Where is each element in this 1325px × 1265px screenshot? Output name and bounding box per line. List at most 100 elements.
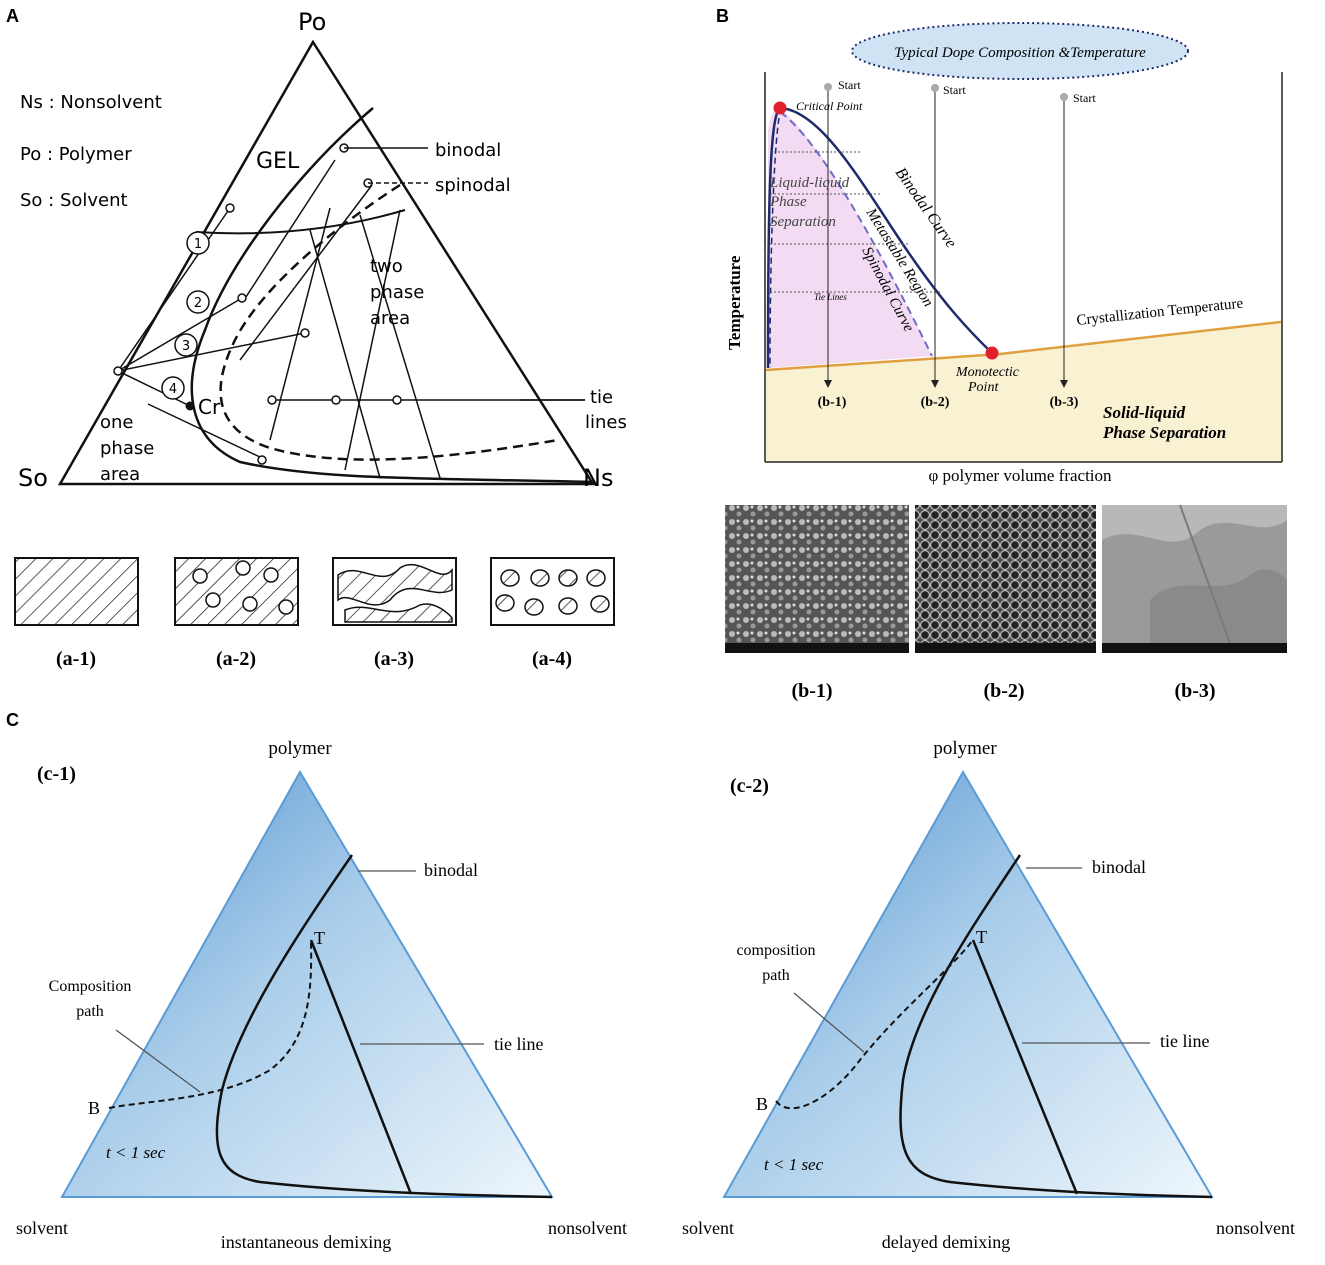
panel-c-label: C [6, 710, 19, 730]
point-b-c2: B [756, 1094, 768, 1114]
monotectic-point [985, 346, 999, 360]
start-label-3: Start [1073, 91, 1096, 105]
tie-label-line1: tie [590, 387, 613, 408]
time-label-c2: t < 1 sec [764, 1155, 824, 1174]
liquid-liquid-region [768, 108, 932, 368]
one-phase-line3: area [100, 464, 140, 485]
path-leader-c1 [115, 1029, 201, 1093]
tie-lines-b [770, 151, 940, 293]
vertex-ns: Ns [583, 464, 613, 492]
two-phase-line2: phase [370, 282, 424, 303]
tie-line-c1 [309, 939, 413, 1195]
ternary-triangle-c2 [722, 769, 1214, 1198]
composition-path-c2 [775, 939, 974, 1110]
ternary-triangle-c1 [60, 769, 554, 1198]
two-phase-line1: two [370, 256, 403, 277]
vertex-so: So [18, 464, 48, 492]
two-phase-line3: area [370, 308, 410, 329]
point-b-c1: B [88, 1098, 100, 1118]
nonsolvent-label-c1: nonsolvent [548, 1218, 627, 1238]
x-axis-label-b: φ polymer volume fraction [928, 466, 1112, 485]
ternary-triangle-a [57, 39, 596, 486]
morphology-a1 [14, 557, 139, 626]
one-phase-line1: one [100, 412, 134, 433]
tag-c1: (c-1) [37, 763, 76, 785]
tie-line-c2 [971, 939, 1079, 1195]
y-axis-label-b: Temperature [725, 255, 744, 350]
binodal-curve-label: Binodal Curve [892, 165, 960, 252]
vertex-po: Po [298, 8, 326, 36]
path-label-b2: (b-2) [921, 395, 950, 410]
tie-lines-a [239, 159, 585, 479]
image-label-b1: (b-1) [791, 680, 832, 702]
panel-a-label: A [6, 6, 19, 26]
nonsolvent-label-c2: nonsolvent [1216, 1218, 1295, 1238]
path-3-label: 3 [182, 339, 190, 354]
panel-c1: (c-1) polymer binodal tie line Compositi… [16, 738, 627, 1252]
panel-c: C (c-1) polymer binodal tie line Composi… [6, 710, 1295, 1252]
binodal-curve-a [190, 107, 594, 484]
solvent-label-c1: solvent [16, 1218, 68, 1238]
path-number-markers: 1 2 3 4 [161, 231, 210, 400]
path-2-label: 2 [194, 296, 202, 311]
image-label-b3: (b-3) [1174, 680, 1215, 702]
path-leader-c2 [793, 992, 865, 1053]
legend-so: So : Solvent [20, 190, 128, 211]
caption-c2: delayed demixing [882, 1232, 1010, 1252]
tie-label-line2: lines [585, 412, 627, 433]
binodal-curve-b [766, 106, 993, 369]
point-t-c2: T [976, 927, 987, 947]
ll-label-3: Separation [770, 214, 836, 230]
point-t-c1: T [314, 928, 325, 948]
image-label-b2: (b-2) [983, 680, 1024, 702]
morph-label-a3: (a-3) [374, 648, 414, 670]
morph-label-a4: (a-4) [532, 648, 572, 670]
sem-image-b1 [725, 505, 909, 653]
composition-paths-a [117, 207, 306, 459]
polymer-label-c1: polymer [268, 738, 332, 759]
gel-region: GEL [256, 149, 300, 174]
start-dots [824, 83, 1068, 101]
morphology-a3 [332, 557, 457, 626]
comp-path-label1-c1: Composition [49, 978, 132, 995]
path-4-label: 4 [169, 382, 177, 397]
path-label-b3: (b-3) [1050, 395, 1079, 410]
binodal-curve-c2 [899, 854, 1213, 1199]
ll-label-1: Liquid-liquid [769, 175, 850, 191]
caption-c1: instantaneous demixing [221, 1232, 391, 1252]
banner-ellipse [851, 22, 1189, 80]
time-label-c1: t < 1 sec [106, 1143, 166, 1162]
state-points-a [113, 143, 402, 465]
panel-b-label: B [716, 6, 729, 26]
polymer-label-c2: polymer [933, 738, 997, 759]
path-label-b1: (b-1) [818, 395, 847, 410]
morph-label-a1: (a-1) [56, 648, 96, 670]
one-phase-line2: phase [100, 438, 154, 459]
legend-ns: Ns : Nonsolvent [20, 92, 162, 113]
panel-c2: (c-2) polymer binodal tie line compositi… [682, 738, 1295, 1252]
legend-po: Po : Polymer [20, 144, 132, 165]
cooling-paths-b [827, 88, 1065, 382]
sem-image-b2 [915, 505, 1096, 653]
cooling-arrowheads [824, 380, 1068, 388]
critical-point-label: Critical Point [796, 99, 863, 113]
sl-label-1: Solid-liquid [1103, 403, 1186, 422]
monotectic-label-2: Point [967, 380, 999, 395]
binodal-label-c1: binodal [424, 860, 478, 880]
comp-path-label2-c2: path [762, 967, 790, 984]
morph-label-a2: (a-2) [216, 648, 256, 670]
comp-path-label2-c1: path [76, 1003, 104, 1020]
tie-line-label-c2: tie line [1160, 1031, 1209, 1051]
tag-c2: (c-2) [730, 775, 769, 797]
ll-label-2: Phase [769, 194, 807, 210]
banner-text: Typical Dope Composition &Temperature [894, 45, 1146, 61]
start-label-2: Start [943, 83, 966, 97]
panel-a: A [6, 6, 627, 670]
path-1-label: 1 [194, 237, 202, 252]
crystallization-label: Crystallization Temperature [1076, 296, 1244, 329]
composition-path-c1 [108, 939, 313, 1109]
critical-label-a: Cr [198, 395, 221, 419]
tie-line-label-c1: tie line [494, 1034, 543, 1054]
morphology-a2 [174, 557, 299, 626]
